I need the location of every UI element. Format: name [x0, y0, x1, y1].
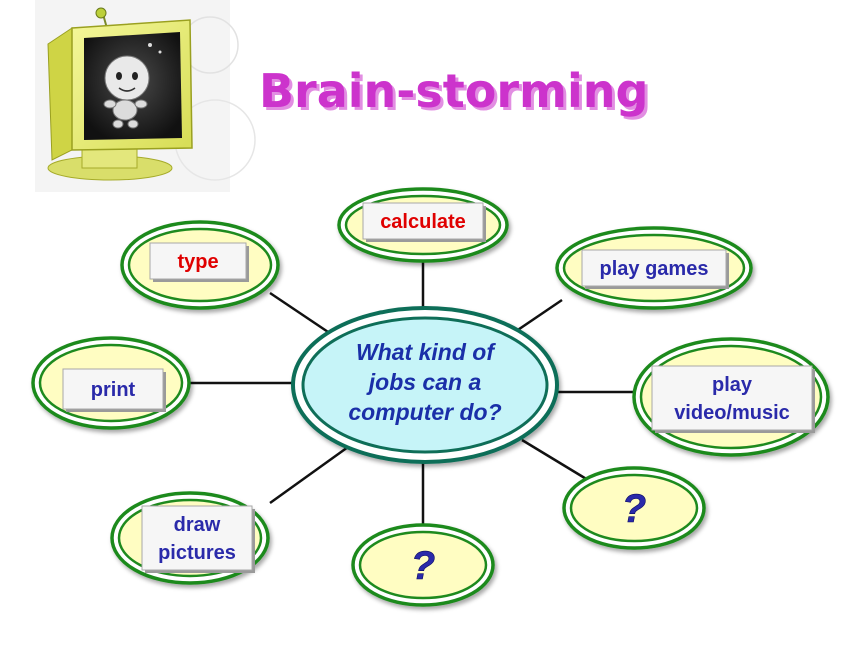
node-label-draw-pictures-line-1: draw — [174, 514, 221, 536]
node-label-draw-pictures-line-2: pictures — [158, 542, 236, 564]
label-box — [581, 249, 727, 287]
label-box — [62, 368, 164, 410]
label-box — [149, 242, 247, 280]
center-node: What kind of jobs can a computer do? — [291, 306, 559, 464]
node-question-right: ? — [562, 466, 706, 550]
connector-draw-pictures — [269, 440, 356, 505]
computer-monitor-with-cartoon-face-icon — [35, 0, 256, 192]
node-play-games: play games — [555, 226, 753, 310]
node-play-video-music: play video/music — [632, 337, 830, 457]
node-question-mark-question-bottom: ? — [411, 544, 435, 588]
label-box — [651, 365, 813, 431]
node-type: type — [120, 220, 280, 310]
node-calculate: calculate — [337, 187, 509, 263]
node-question-bottom: ? — [351, 523, 495, 607]
label-box — [141, 505, 253, 571]
node-print: print — [31, 336, 191, 430]
connector-question-right — [521, 438, 589, 482]
node-label-play-video-music-line-1: play — [712, 374, 753, 396]
node-label-play-video-music-line-2: video/music — [674, 402, 790, 424]
center-question-line-1: What kind of — [356, 339, 496, 365]
node-label-calculate-line-1: calculate — [380, 211, 466, 233]
node-label-print-line-1: print — [91, 379, 136, 401]
page-title-shadow: Brain-storming — [262, 67, 651, 121]
label-box — [362, 202, 484, 240]
node-draw-pictures: draw pictures — [110, 491, 270, 585]
node-inner-ellipse — [569, 473, 699, 543]
node-question-mark-question-right: ? — [622, 487, 646, 531]
node-label-play-games-line-1: play games — [600, 258, 709, 280]
page-title: Brain-storming — [259, 64, 648, 118]
center-question-line-2: jobs can a — [366, 369, 482, 395]
node-label-type-line-1: type — [177, 251, 218, 273]
outer-nodes: calculate type play games print play video/mu… — [31, 187, 830, 607]
center-question-line-3: computer do? — [348, 399, 501, 425]
node-inner-ellipse — [358, 530, 488, 600]
